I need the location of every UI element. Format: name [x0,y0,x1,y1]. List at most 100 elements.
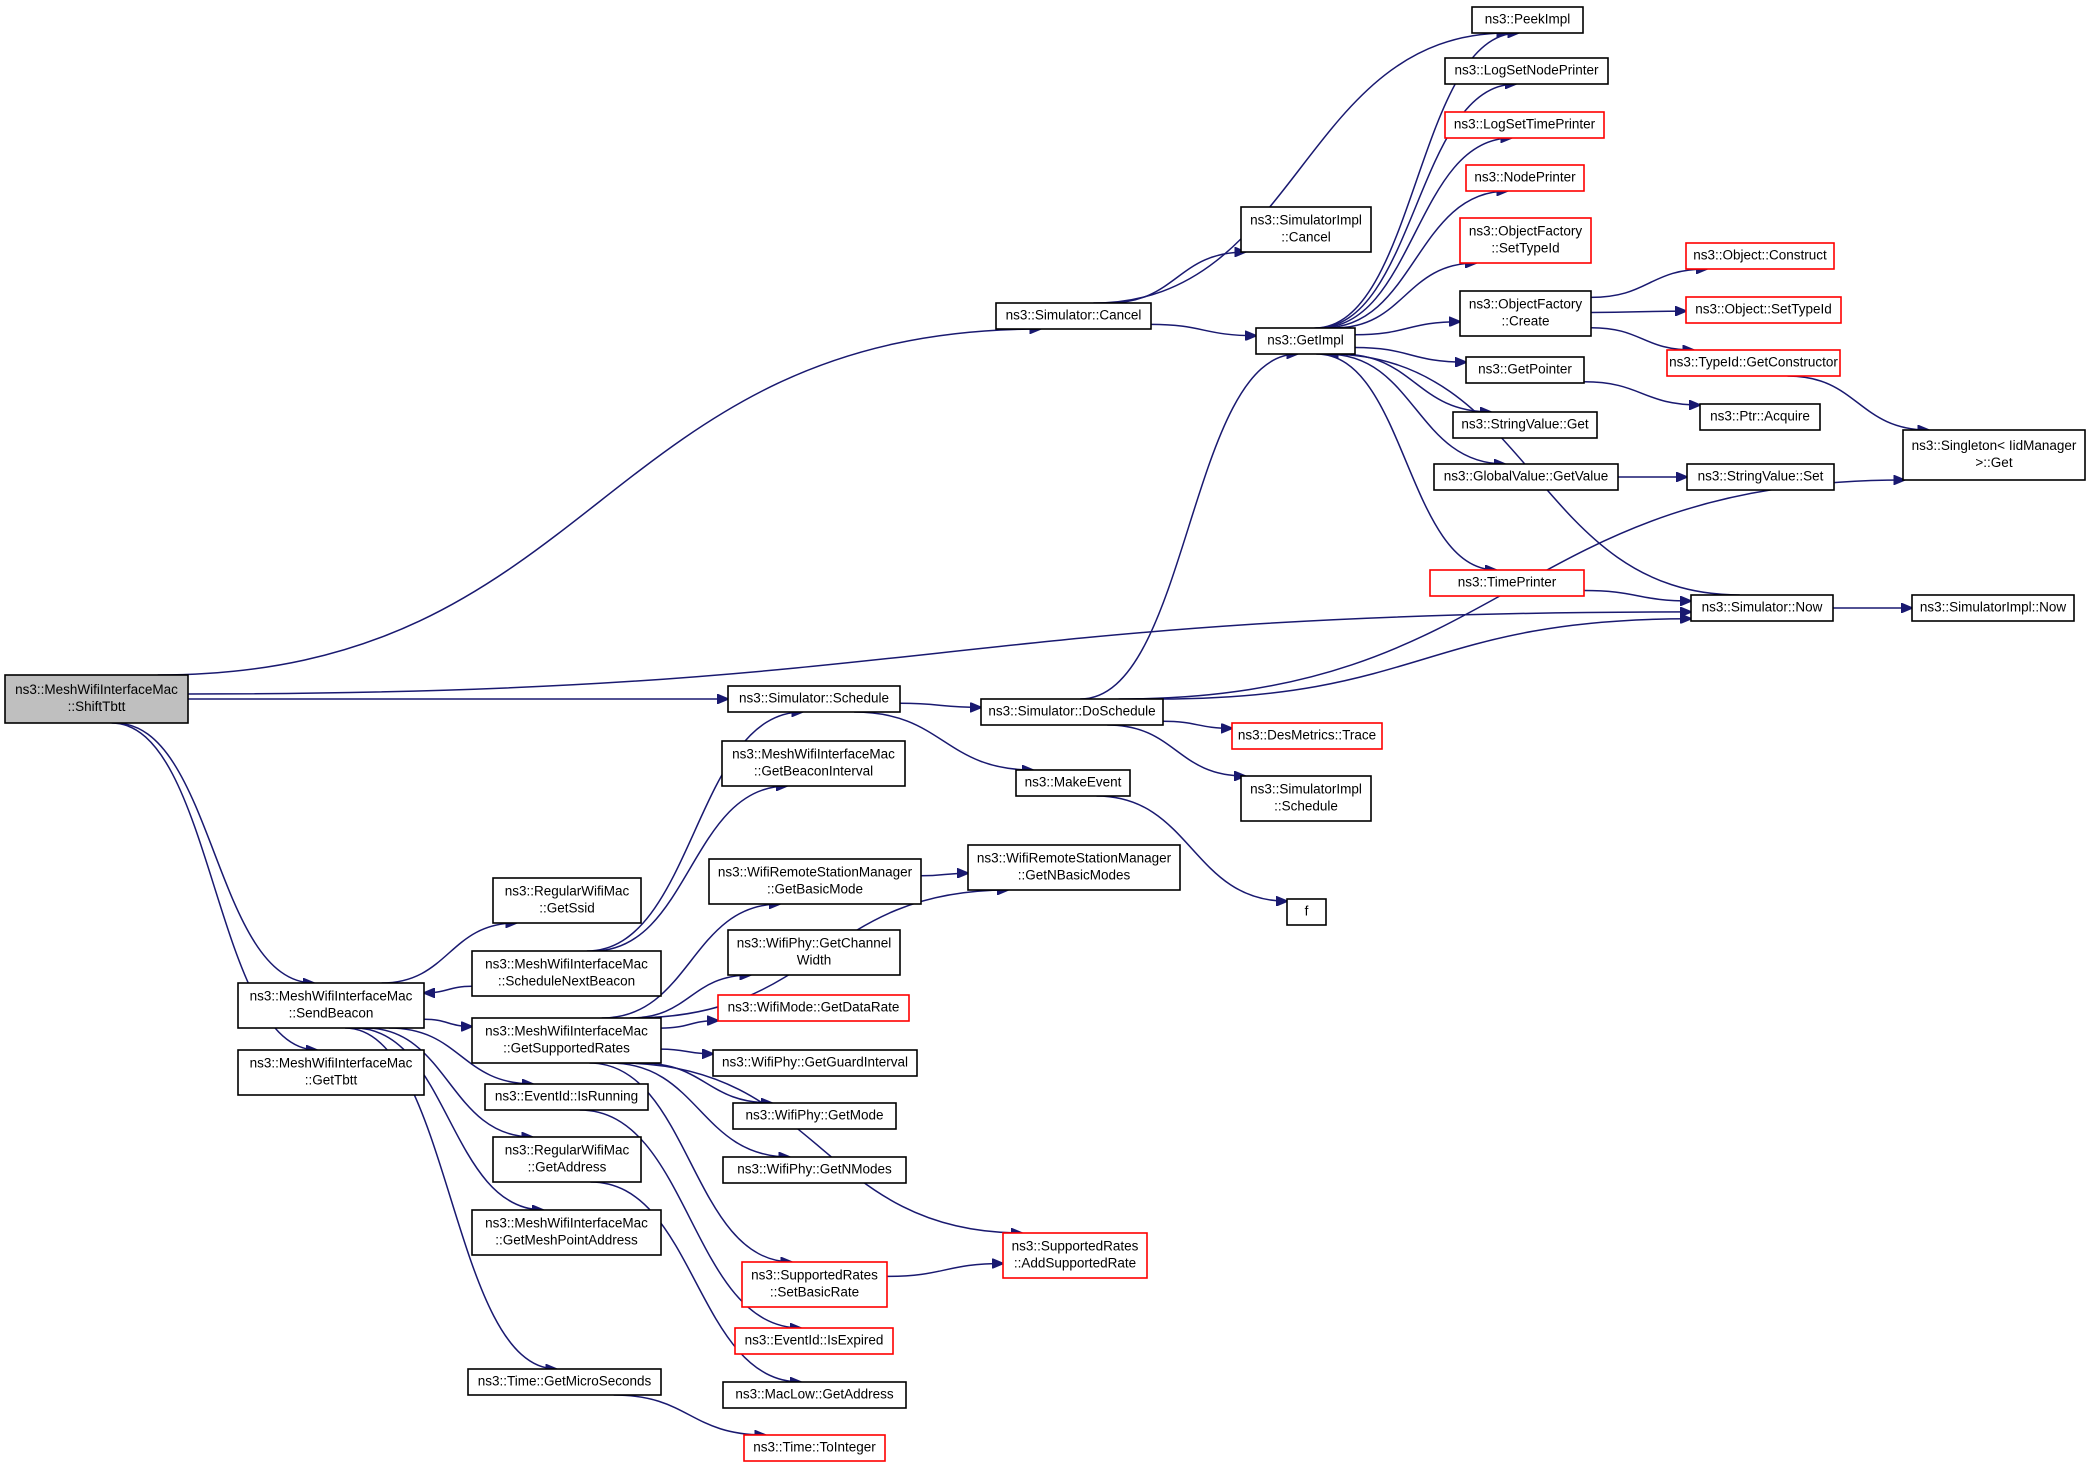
edge-getsupported-to-getnmodes [609,1062,790,1157]
node-sendbeacon[interactable]: ns3::MeshWifiInterfaceMac::SendBeacon [237,982,425,1029]
node-getnmodes[interactable]: ns3::WifiPhy::GetNModes [722,1156,907,1184]
node-schednext-label-1: ::ScheduleNextBeacon [498,974,635,989]
node-isexpired[interactable]: ns3::EventId::IsExpired [734,1327,894,1355]
node-gettbtt-label-1: ::GetTbtt [305,1073,358,1088]
node-getsupported[interactable]: ns3::MeshWifiInterfaceMac::GetSupportedR… [471,1017,662,1064]
edge-ofcreate-to-objsettype [1590,311,1686,312]
node-getbeaconint[interactable]: ns3::MeshWifiInterfaceMac::GetBeaconInte… [721,740,906,787]
edge-simschedule-to-makeevent [854,711,1033,770]
node-ofsettype[interactable]: ns3::ObjectFactory::SetTypeId [1459,217,1592,264]
node-datarate-label-0: ns3::WifiMode::GetDataRate [728,1000,900,1015]
node-strvalget[interactable]: ns3::StringValue::Get [1452,411,1598,439]
node-getmode[interactable]: ns3::WifiPhy::GetMode [732,1102,897,1130]
node-ptracquire[interactable]: ns3::Ptr::Acquire [1699,403,1821,431]
node-singleton[interactable]: ns3::Singleton< IidManager>::Get [1902,429,2086,481]
node-datarate[interactable]: ns3::WifiMode::GetDataRate [717,994,910,1022]
node-simcancel[interactable]: ns3::Simulator::Cancel [995,302,1152,330]
node-shifttbtt-box [4,674,189,724]
node-implnow-label-0: ns3::SimulatorImpl::Now [1920,600,2067,615]
node-getsupported-label-1: ::GetSupportedRates [503,1041,630,1056]
node-isexpired-box [734,1327,894,1355]
node-objsettype-box [1685,296,1842,324]
node-logtime[interactable]: ns3::LogSetTimePrinter [1444,111,1605,139]
edge-setbasic-to-addsupported [886,1264,1003,1278]
node-peekimpl[interactable]: ns3::PeekImpl [1471,6,1584,34]
node-setbasic-label-1: ::SetBasicRate [770,1285,859,1300]
node-isrunning[interactable]: ns3::EventId::IsRunning [484,1083,649,1111]
node-tointeger[interactable]: ns3::Time::ToInteger [743,1434,886,1462]
node-shifttbtt-label-1: ::ShiftTbtt [68,699,126,714]
node-ofsettype-label-1: ::SetTypeId [1491,241,1559,256]
node-getmode-box [732,1102,897,1130]
node-objsettype-label-0: ns3::Object::SetTypeId [1695,302,1832,317]
edge-schednext-to-simschedule [586,712,803,952]
node-shifttbtt: ns3::MeshWifiInterfaceMac::ShiftTbtt [4,674,189,724]
node-addsupported-label-1: ::AddSupportedRate [1014,1256,1136,1271]
node-simschedule-box [727,685,901,713]
node-lognode[interactable]: ns3::LogSetNodePrinter [1444,57,1609,85]
node-implcancel[interactable]: ns3::SimulatorImpl::Cancel [1240,206,1372,253]
node-getmicro[interactable]: ns3::Time::GetMicroSeconds [467,1368,662,1396]
edge-ofcreate-to-objconstruct [1590,269,1707,299]
node-schednext[interactable]: ns3::MeshWifiInterfaceMac::ScheduleNextB… [471,950,662,997]
edge-doschedule-to-desmetrics [1162,720,1232,728]
node-guardint[interactable]: ns3::WifiPhy::GetGuardInterval [712,1049,918,1077]
node-implschedule[interactable]: ns3::SimulatorImpl::Schedule [1240,775,1372,822]
edge-doschedule-to-getimpl [1080,354,1297,700]
node-maclowaddr[interactable]: ns3::MacLow::GetAddress [722,1381,907,1409]
node-ofcreate[interactable]: ns3::ObjectFactory::Create [1459,290,1592,337]
edge-sendbeacon-to-getaddress [365,1027,533,1137]
node-simschedule[interactable]: ns3::Simulator::Schedule [727,685,901,713]
node-getnmodes-label-0: ns3::WifiPhy::GetNModes [737,1162,892,1177]
node-ofsettype-label-0: ns3::ObjectFactory [1469,224,1583,239]
edge-shifttbtt-to-simnow [187,612,1691,695]
edge-getimpl-to-globalget [1326,353,1505,464]
node-nodeprinter-label-0: ns3::NodePrinter [1474,170,1576,185]
edge-schednext-to-sendbeacon [424,985,473,993]
node-meshpoint[interactable]: ns3::MeshWifiInterfaceMac::GetMeshPointA… [471,1209,662,1256]
node-schednext-label-0: ns3::MeshWifiInterfaceMac [485,957,648,972]
node-setbasic[interactable]: ns3::SupportedRates::SetBasicRate [741,1261,888,1308]
edge-getsupported-to-getbasicmode [601,904,780,1019]
node-meshpoint-label-1: ::GetMeshPointAddress [495,1233,638,1248]
node-implnow[interactable]: ns3::SimulatorImpl::Now [1911,594,2075,622]
node-typeidctor-label-0: ns3::TypeId::GetConstructor [1669,355,1838,370]
node-chanwidth-box [727,929,901,976]
node-nodeprinter[interactable]: ns3::NodePrinter [1465,164,1585,192]
node-getnbasic-label-1: ::GetNBasicModes [1018,868,1131,883]
node-getpointer[interactable]: ns3::GetPointer [1465,356,1585,384]
node-strvalset[interactable]: ns3::StringValue::Set [1686,463,1835,491]
node-nodeprinter-box [1465,164,1585,192]
edge-getimpl-to-peekimpl [1314,33,1519,329]
node-getnbasic[interactable]: ns3::WifiRemoteStationManager::GetNBasic… [967,844,1181,891]
node-ofsettype-box [1459,217,1592,264]
node-getbasicmode[interactable]: ns3::WifiRemoteStationManager::GetBasicM… [708,858,922,905]
node-makeevent[interactable]: ns3::MakeEvent [1015,769,1131,797]
node-typeidctor[interactable]: ns3::TypeId::GetConstructor [1666,349,1841,377]
edge-getimpl-to-getpointer [1354,346,1466,363]
node-getbeaconint-label-1: ::GetBeaconInterval [754,764,873,779]
node-desmetrics[interactable]: ns3::DesMetrics::Trace [1231,722,1383,750]
edge-shifttbtt-to-simcancel [157,329,1041,676]
node-timeprinter[interactable]: ns3::TimePrinter [1429,569,1585,597]
node-getssid[interactable]: ns3::RegularWifiMac::GetSsid [492,877,642,924]
node-doschedule[interactable]: ns3::Simulator::DoSchedule [980,698,1164,726]
node-strvalget-box [1452,411,1598,439]
node-globalget[interactable]: ns3::GlobalValue::GetValue [1433,463,1619,491]
node-objsettype[interactable]: ns3::Object::SetTypeId [1685,296,1842,324]
node-gettbtt[interactable]: ns3::MeshWifiInterfaceMac::GetTbtt [237,1049,425,1096]
node-getimpl[interactable]: ns3::GetImpl [1255,327,1356,355]
node-f[interactable]: f [1286,898,1327,926]
node-datarate-box [717,994,910,1022]
edges-layer [111,33,1929,1435]
node-simnow[interactable]: ns3::Simulator::Now [1690,594,1834,622]
node-timeprinter-box [1429,569,1585,597]
node-implschedule-label-0: ns3::SimulatorImpl [1250,782,1362,797]
node-ofcreate-label-1: ::Create [1501,314,1549,329]
node-objconstruct[interactable]: ns3::Object::Construct [1685,242,1835,270]
edge-getimpl-to-ofsettype [1333,263,1476,329]
node-addsupported[interactable]: ns3::SupportedRates::AddSupportedRate [1002,1232,1148,1279]
node-strvalset-box [1686,463,1835,491]
node-getaddress[interactable]: ns3::RegularWifiMac::GetAddress [492,1136,642,1183]
